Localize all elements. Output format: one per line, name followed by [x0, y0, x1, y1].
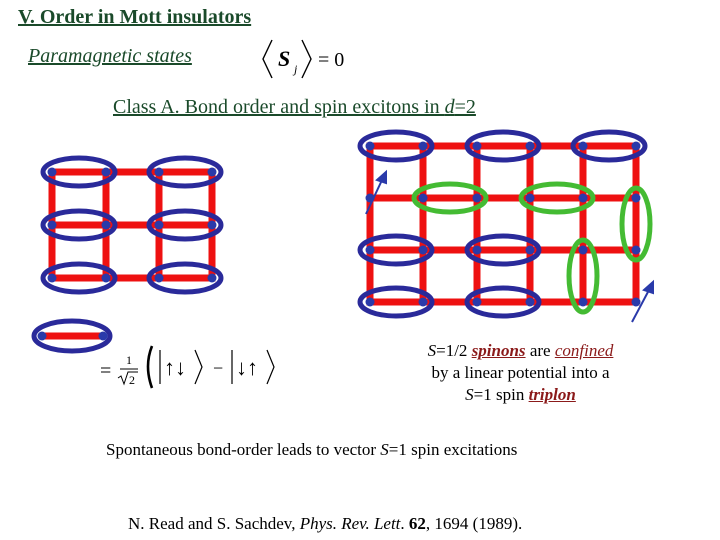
svg-text:2: 2: [129, 373, 135, 387]
left-sites: [47, 167, 217, 283]
dimer: [357, 233, 435, 267]
arrow-head: [642, 279, 654, 295]
svg-text:↑↓: ↑↓: [164, 355, 186, 380]
dimer: [40, 261, 118, 295]
dimer: [146, 155, 224, 189]
dimer: [146, 208, 224, 242]
dimer: [464, 285, 542, 319]
dimer: [146, 261, 224, 295]
left-dimers: [40, 155, 224, 295]
svg-text:1: 1: [126, 353, 132, 367]
lattice-diagram: = 1 2 ↑↓ − ↓↑: [31, 129, 654, 389]
singlet-legend: [31, 318, 113, 354]
confinement-text: S=1/2 spinons are confined by a linear p…: [427, 341, 614, 404]
arrow-head: [375, 169, 387, 185]
dimer: [40, 208, 118, 242]
spinon-arrow-left: [365, 179, 383, 215]
class-a-heading: Class A. Bond order and spin excitons in…: [113, 96, 476, 118]
svg-text:↓↑: ↓↑: [236, 355, 258, 380]
dimer: [357, 129, 435, 163]
right-angle-bracket: [301, 39, 312, 79]
dimer: [570, 129, 648, 163]
equals-zero: = 0: [318, 49, 344, 71]
spinon-arrow-right: [631, 289, 650, 323]
dimension-symbol: d: [444, 96, 455, 118]
displaced-dimers: [411, 181, 653, 315]
left-angle-bracket: [262, 39, 273, 79]
dimer: [40, 155, 118, 189]
right-sites: [365, 141, 641, 307]
left-paren: [146, 345, 154, 389]
dimer: [518, 181, 596, 215]
slide-title: V. Order in Mott insulators: [18, 6, 252, 28]
spontaneous-order-text: Spontaneous bond-order leads to vector S…: [106, 440, 518, 459]
svg-text:=: =: [100, 360, 111, 382]
reference-citation: N. Read and S. Sachdev, Phys. Rev. Lett.…: [128, 514, 523, 533]
spinon-arrows: [365, 169, 654, 323]
spin-expectation-equation: S j = 0: [262, 39, 344, 79]
site-index: j: [292, 62, 298, 76]
dimer: [357, 285, 435, 319]
dimer: [464, 233, 542, 267]
sqrt-sign: [117, 371, 138, 386]
dimer: [566, 237, 600, 315]
dimer: [619, 185, 653, 263]
dimer: [411, 181, 489, 215]
spin-symbol: S: [278, 46, 290, 71]
svg-text:−: −: [213, 358, 223, 378]
paramagnetic-label: Paramagnetic states: [28, 45, 192, 67]
dimer: [464, 129, 542, 163]
right-dimers: [357, 129, 648, 319]
singlet-formula: = 1 2 ↑↓ − ↓↑: [100, 345, 275, 389]
dimer: [31, 318, 113, 354]
